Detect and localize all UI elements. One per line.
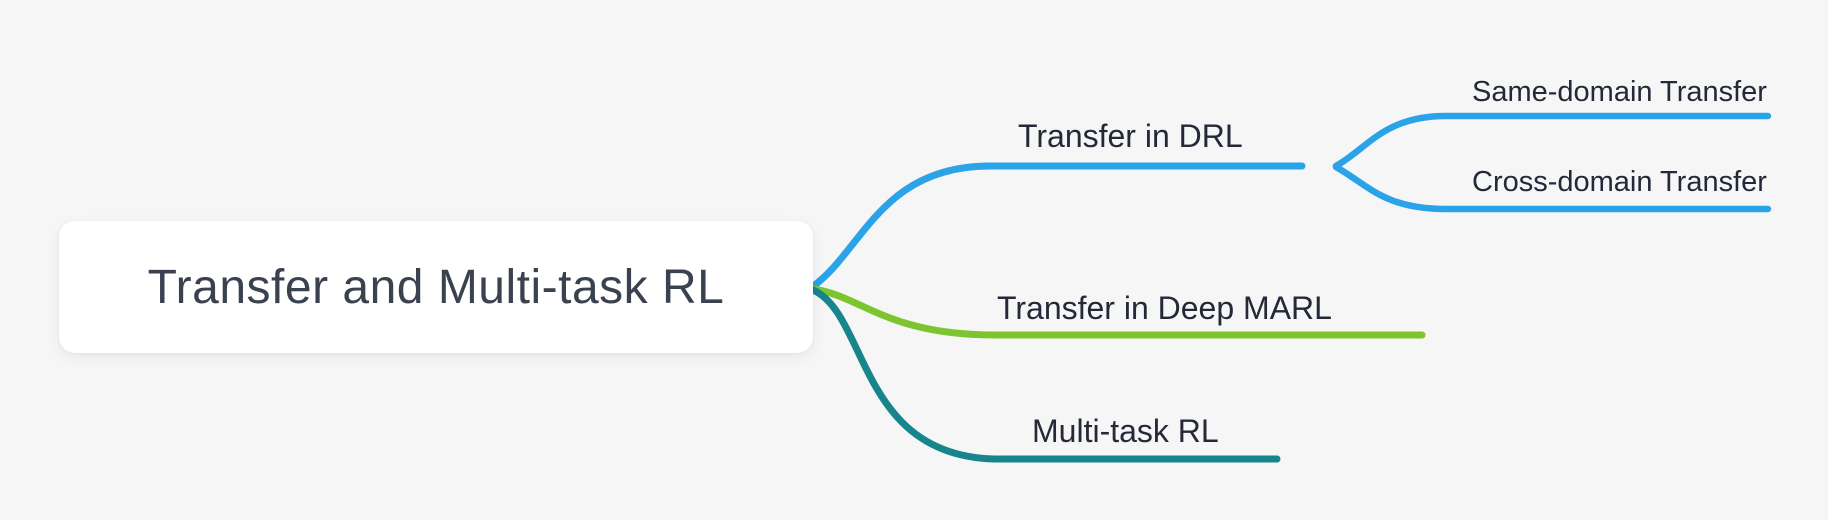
node-multi-task-rl[interactable]: Multi-task RL xyxy=(1032,413,1219,449)
root-node-label: Transfer and Multi-task RL xyxy=(147,260,725,314)
root-node[interactable]: Transfer and Multi-task RL xyxy=(59,221,813,353)
branch-line-transfer-in-deep-marl xyxy=(809,285,1426,339)
branch-line-transfer-in-drl xyxy=(808,162,1306,291)
child-line-cross-domain-transfer xyxy=(1332,163,1772,213)
child-line-same-domain-transfer xyxy=(1332,112,1772,170)
node-same-domain-transfer[interactable]: Same-domain Transfer xyxy=(1472,76,1767,108)
node-cross-domain-transfer[interactable]: Cross-domain Transfer xyxy=(1472,166,1767,198)
branch-line-multi-task-rl xyxy=(809,286,1281,463)
node-transfer-in-drl[interactable]: Transfer in DRL xyxy=(1018,118,1243,154)
node-transfer-in-deep-marl[interactable]: Transfer in Deep MARL xyxy=(997,290,1332,326)
